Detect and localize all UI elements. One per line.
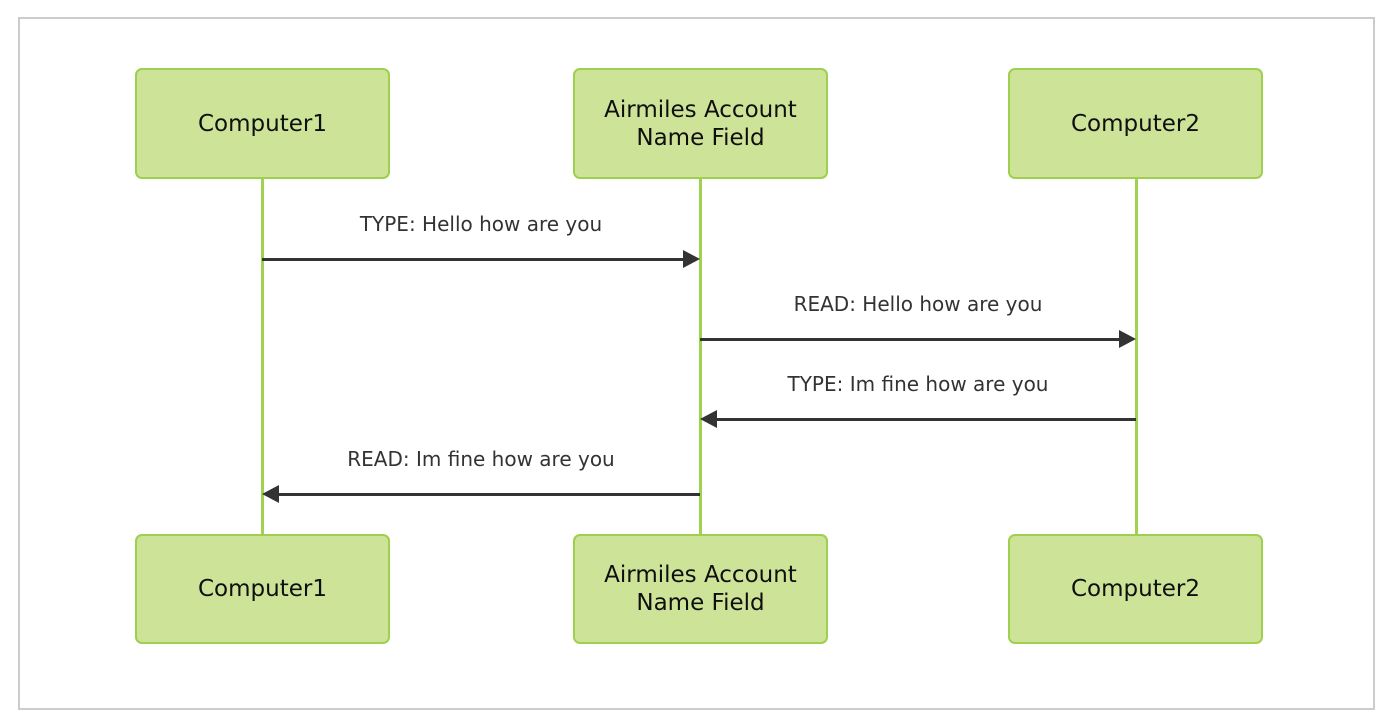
message-line-3 [717,418,1136,421]
message-label-4: READ: Im fine how are you [347,447,615,471]
message-label-3: TYPE: Im fine how are you [787,372,1049,396]
arrowhead-right-icon-1 [683,250,700,268]
participant-box-computer1-bottom[interactable]: Computer1 [135,534,390,644]
lifeline-computer2 [1135,178,1138,535]
message-label-2: READ: Hello how are you [793,292,1043,316]
arrowhead-left-icon-4 [262,485,279,503]
participant-box-computer2-bottom[interactable]: Computer2 [1008,534,1263,644]
lifeline-computer1 [261,178,264,535]
message-line-4 [279,493,700,496]
message-label-1: TYPE: Hello how are you [359,212,603,236]
arrowhead-left-icon-3 [700,410,717,428]
lifeline-airmiles [699,178,702,535]
message-line-1 [262,258,684,261]
participant-box-computer2-top[interactable]: Computer2 [1008,68,1263,179]
participant-box-computer1-top[interactable]: Computer1 [135,68,390,179]
participant-box-airmiles-bottom[interactable]: Airmiles Account Name Field [573,534,828,644]
message-line-2 [700,338,1120,341]
participant-box-airmiles-top[interactable]: Airmiles Account Name Field [573,68,828,179]
arrowhead-right-icon-2 [1119,330,1136,348]
